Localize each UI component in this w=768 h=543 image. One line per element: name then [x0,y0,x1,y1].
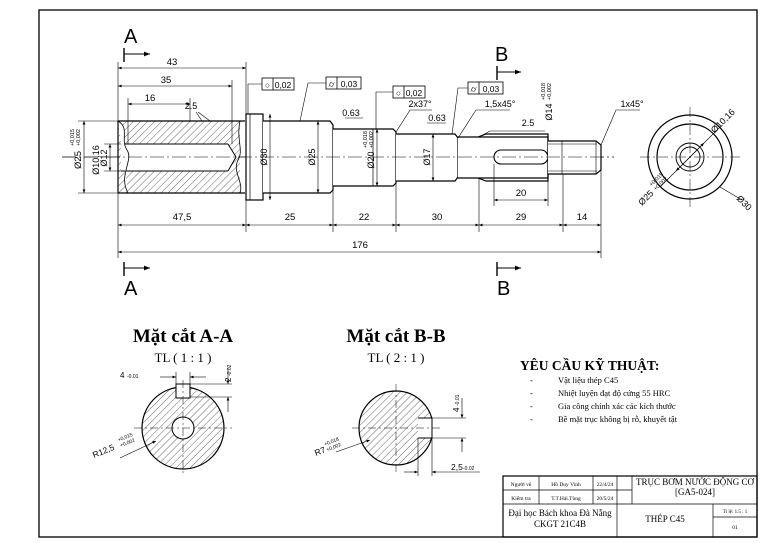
tol-4-value: 0,03 [483,84,500,94]
dim-14: 14 [577,212,588,223]
tb-r2-date: 20/5/24 [597,496,614,502]
end-dim-dia30: Ø30 [735,193,754,212]
section-markers: A A B B [123,26,521,300]
dimension-lines [78,62,640,258]
tb-r1-label: Người vẽ [511,482,532,488]
dim-16: 16 [145,93,156,104]
tol-4-symbol: ⌭ [470,84,477,94]
dim-063-b: 0.63 [428,113,446,123]
dim-2-5-a: 2.5 [185,101,198,111]
dim-176: 176 [352,240,368,251]
dim-25: 25 [285,212,296,223]
dim-dia14: Ø14 [544,103,554,120]
dim-29: 29 [516,212,527,223]
bb-dim-r-tol-dn: +0,002 [326,442,343,453]
bb-dim-r-tol-up: +0,018 [323,436,340,447]
dim-dia25-tol-dn: +0,002 [76,129,82,146]
tb-class: CKGT 21C4B [534,519,586,529]
requirement-4: Bề mặt trục không bị rỗ, khuyết tật [558,414,678,424]
section-a-bottom: A [124,278,138,300]
dim-1x45: 1x45° [620,99,644,109]
section-a-top: A [124,26,138,48]
dimension-texts: 43 35 16 2.5 0.63 2x37° 0.63 1,5x45° 2.5… [70,57,644,251]
aa-dim-2: 2 [224,377,233,382]
bb-dim-2-5-tol: -0.02 [463,466,475,472]
requirements-title: YÊU CẦU KỸ THUẬT: [520,358,659,373]
drawing-frame [38,9,758,538]
tolerance-frames: ○ 0,02 ⌭ 0,03 ○ 0,02 ⌭ 0,03 [261,76,504,99]
bb-dim-r: R7 [313,444,327,457]
requirement-3: Gia công chính xác các kích thước [558,401,676,411]
dim-22: 22 [359,212,370,223]
tb-school: Đại học Bách khoa Đà Nẵng [508,508,612,518]
svg-text:-: - [530,375,533,385]
dim-47-5: 47,5 [173,212,192,223]
section-bb-title: Mặt cắt B-B [346,326,446,347]
section-bb: Mặt cắt B-B TL ( 2 : 1 ) 4 -0.01 2,5 -0.… [313,326,480,476]
section-b-bottom: B [497,278,510,300]
tol-1-value: 0,02 [275,80,292,90]
dim-dia14-tol-up: +0,018 [541,83,547,100]
tol-3-value: 0,02 [406,88,423,98]
dim-30: 30 [432,212,443,223]
tol-3-symbol: ○ [396,88,401,98]
dim-dia25-mid: Ø25 [307,148,317,165]
requirement-1: Vật liệu thép C45 [558,375,618,385]
dim-20: 20 [516,188,527,199]
end-view: Ø10,16 Ø25 +0,015 +0,002 Ø30 [636,107,754,213]
dim-dia12: Ø12 [99,149,109,166]
section-b-top: B [495,44,508,66]
title-block-text: Người vẽ Hồ Duy Vinh 22/4/24 Kiểm tra T.… [508,477,754,531]
svg-text:-: - [530,401,533,411]
section-aa: Mặt cắt A-A TL ( 1 : 1 ) 4 -0.01 2 -0.02… [91,326,234,476]
section-bb-scale: TL ( 2 : 1 ) [368,350,425,365]
dim-dia1016: Ø10,16 [91,145,101,175]
tb-sheet: 01 [732,525,738,531]
aa-dim-r-tol-up: +0,015 [117,432,134,443]
tb-r2-label: Kiểm tra [511,495,531,502]
dim-dia20-tol-up: +0,018 [363,131,369,148]
title-block [502,475,758,538]
tol-2-symbol: ⌭ [328,79,335,89]
tol-1-symbol: ○ [265,80,270,90]
requirement-2: Nhiệt luyện đạt độ cứng 55 HRC [558,388,671,398]
dim-dia17: Ø17 [422,148,432,165]
aa-dim-2-tol: -0.02 [227,364,233,376]
tb-material: THÉP C45 [645,514,685,524]
tb-scale: Tỉ lệ: 1.5 : 1 [723,510,748,515]
shaft-main-view [62,113,614,201]
aa-dim-4-tol: -0.01 [127,374,139,380]
dim-063-a: 0.63 [342,108,360,118]
tb-r1-name: Hồ Duy Vinh [551,481,581,488]
dim-35: 35 [161,75,172,86]
section-aa-scale: TL ( 1 : 1 ) [155,350,212,365]
dim-dia25-left: Ø25 [73,151,84,169]
dim-dia20: Ø20 [366,151,376,168]
aa-dim-r-tol-dn: +0,002 [119,438,136,449]
tol-2-value: 0,03 [341,79,358,89]
dim-2-5-b: 2.5 [522,118,535,128]
end-dim-dia25: Ø25 [636,188,655,207]
dim-dia20-tol-dn: +0,002 [369,131,375,148]
bb-dim-4: 4 [452,407,461,412]
bb-dim-2-5: 2,5 [451,462,463,472]
aa-dim-4: 4 [120,371,125,380]
svg-text:-: - [530,414,533,424]
svg-text:-: - [530,388,533,398]
technical-requirements: YÊU CẦU KỸ THUẬT: - Vật liệu thép C45 - … [520,358,678,424]
tb-r2-name: T.T.Hải.Tùng [551,496,581,502]
dim-dia30: Ø30 [259,148,269,165]
dim-dia14-tol-dn: +0,002 [547,83,553,100]
dim-15x45: 1,5x45° [485,99,516,109]
tb-r1-date: 22/4/24 [597,482,614,488]
aa-dim-r: R12,5 [91,442,116,460]
section-aa-title: Mặt cắt A-A [133,326,234,347]
tb-product-name: TRỤC BƠM NƯỚC ĐỘNG CƠ [GA5-024] [636,477,754,497]
bb-dim-4-tol: -0.01 [455,394,461,406]
dim-2x37: 2x37° [408,99,432,109]
dim-dia25-tol-up: +0,015 [70,129,76,146]
dim-43: 43 [167,57,178,68]
